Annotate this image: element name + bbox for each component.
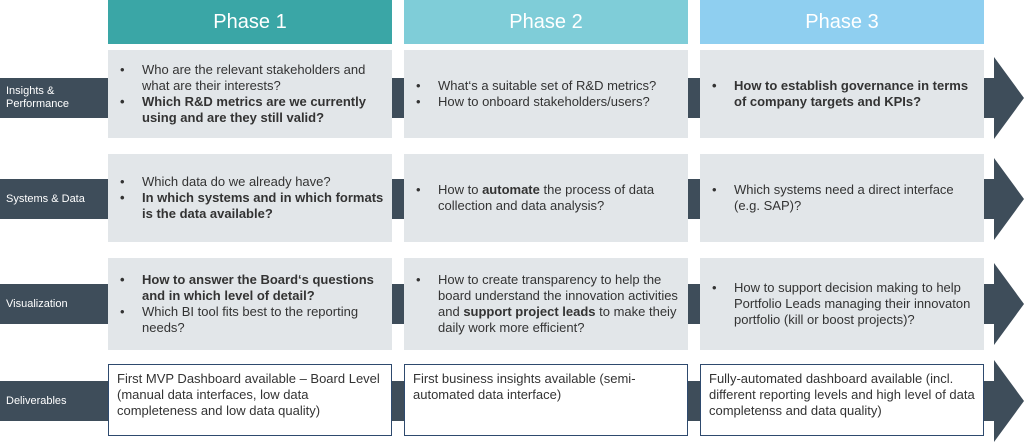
cell-insights-phase-3: How to establish governance in terms of … <box>700 50 984 138</box>
phase-3-header: Phase 3 <box>700 0 984 44</box>
bullet-item: Which R&D metrics are we currently using… <box>118 94 384 126</box>
bullet-item: In which systems and in which formats is… <box>118 190 384 222</box>
bullet-item: Which BI tool fits best to the reporting… <box>118 304 384 336</box>
row-label-visualization: Visualization <box>6 297 68 310</box>
phase-1-label: Phase 1 <box>213 10 287 33</box>
bullet-item: How to create transparency to help the b… <box>414 272 680 336</box>
bullet-item: Which systems need a direct interface (e… <box>710 182 976 214</box>
cell-insights-phase-2: What‘s a suitable set of R&D metrics? Ho… <box>404 50 688 138</box>
cell-systems-phase-3: Which systems need a direct interface (e… <box>700 154 984 242</box>
cell-visualization-phase-3: How to support decision making to help P… <box>700 258 984 350</box>
bullet-item: How to support decision making to help P… <box>710 280 976 328</box>
cell-systems-phase-1: Which data do we already have? In which … <box>108 154 392 242</box>
bullet-item: What‘s a suitable set of R&D metrics? <box>414 78 680 94</box>
bullet-item: Who are the relevant stakeholders and wh… <box>118 62 384 94</box>
cell-insights-phase-1: Who are the relevant stakeholders and wh… <box>108 50 392 138</box>
cell-visualization-phase-1: How to answer the Board‘s questions and … <box>108 258 392 350</box>
bullet-item: How to automate the process of data coll… <box>414 182 680 214</box>
cell-visualization-phase-2: How to create transparency to help the b… <box>404 258 688 350</box>
bullet-item: How to answer the Board‘s questions and … <box>118 272 384 304</box>
bullet-item: How to establish governance in terms of … <box>710 78 976 110</box>
phase-1-header: Phase 1 <box>108 0 392 44</box>
row-label-insights: Insights & Performance <box>6 85 69 110</box>
row-label-systems: Systems & Data <box>6 192 85 205</box>
phase-3-label: Phase 3 <box>805 10 879 33</box>
row-label-deliverables: Deliverables <box>6 394 67 407</box>
phase-2-label: Phase 2 <box>509 10 583 33</box>
bullet-item: How to onboard stakeholders/users? <box>414 94 680 110</box>
deliverable-phase-1: First MVP Dashboard available – Board Le… <box>108 364 392 436</box>
phase-2-header: Phase 2 <box>404 0 688 44</box>
bullet-item: Which data do we already have? <box>118 174 384 190</box>
deliverable-phase-2: First business insights available (semi-… <box>404 364 688 436</box>
cell-systems-phase-2: How to automate the process of data coll… <box>404 154 688 242</box>
deliverable-phase-3: Fully-automated dashboard available (inc… <box>700 364 984 436</box>
